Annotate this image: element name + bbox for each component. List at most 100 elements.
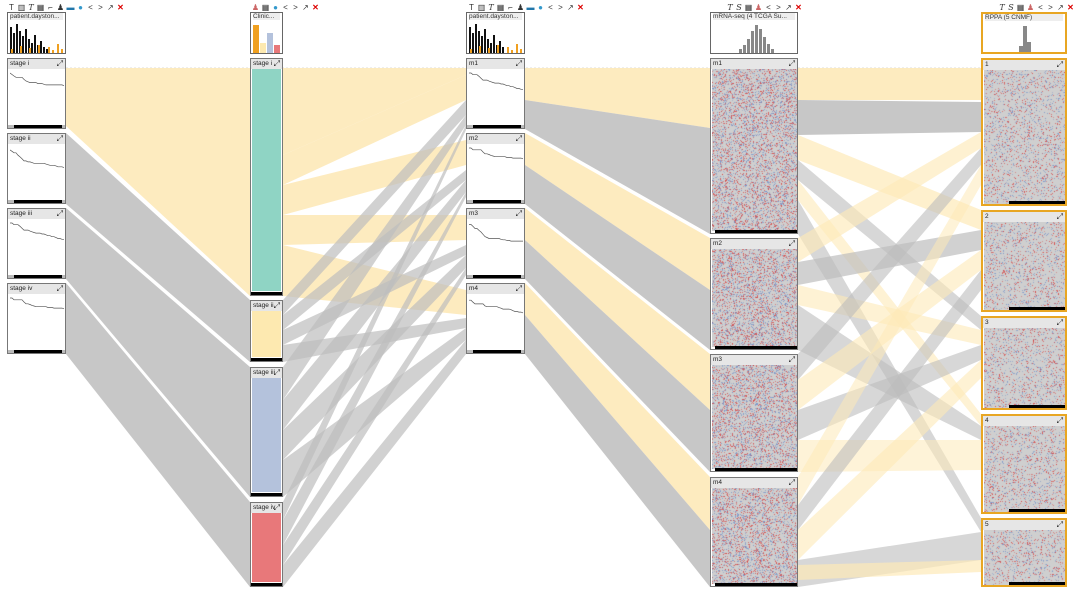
people-icon[interactable]: ♟: [754, 2, 763, 12]
expand-block-icon[interactable]: ⤢: [1056, 520, 1063, 529]
flow-ribbon[interactable]: [525, 100, 710, 234]
expand-block-icon[interactable]: ⤢: [56, 134, 63, 143]
chevron-left-icon[interactable]: <: [766, 2, 771, 12]
flow-ribbon[interactable]: [283, 125, 466, 520]
cluster-block[interactable]: 1⤢: [981, 58, 1067, 206]
expand-icon[interactable]: ↗: [302, 2, 309, 12]
cluster-block[interactable]: stage iii⤢: [7, 208, 66, 279]
cluster-block[interactable]: m2⤢: [710, 238, 798, 350]
expand-block-icon[interactable]: ⤢: [788, 239, 795, 248]
kaplan-meier-icon[interactable]: ⌐: [48, 2, 53, 12]
expand-block-icon[interactable]: ⤢: [788, 355, 795, 364]
cluster-block[interactable]: m1⤢: [710, 58, 798, 234]
expand-block-icon[interactable]: ⤢: [1056, 318, 1063, 327]
cluster-block[interactable]: m1⤢: [466, 58, 525, 129]
table-icon[interactable]: ▦: [36, 2, 45, 12]
column-summary[interactable]: mRNA-seq (4 TCGA Su...: [710, 12, 798, 54]
text-italic-icon[interactable]: T: [488, 2, 494, 12]
flow-ribbon[interactable]: [525, 315, 710, 587]
flow-ribbon[interactable]: [798, 560, 981, 580]
flow-ribbon[interactable]: [798, 68, 981, 100]
expand-block-icon[interactable]: ⤢: [273, 301, 280, 310]
close-icon[interactable]: ✕: [117, 2, 124, 12]
chevron-right-icon[interactable]: >: [98, 2, 103, 12]
flow-ribbon[interactable]: [525, 208, 710, 410]
expand-block-icon[interactable]: ⤢: [56, 209, 63, 218]
flow-ribbon[interactable]: [525, 283, 710, 530]
sort-icon[interactable]: S: [736, 2, 742, 12]
close-icon[interactable]: ✕: [577, 2, 584, 12]
flow-ribbon[interactable]: [283, 268, 466, 565]
flow-ribbon[interactable]: [283, 192, 466, 545]
close-icon[interactable]: ✕: [1067, 2, 1074, 12]
pie-icon[interactable]: ●: [538, 2, 543, 12]
column-summary[interactable]: Clinic...: [250, 12, 283, 54]
cluster-block[interactable]: stage ii⤢: [7, 133, 66, 204]
pie-icon[interactable]: ●: [273, 2, 278, 12]
flow-ribbon[interactable]: [283, 180, 466, 430]
expand-block-icon[interactable]: ⤢: [515, 134, 522, 143]
people-icon[interactable]: ♟: [516, 2, 525, 12]
people-icon[interactable]: ♟: [1026, 2, 1035, 12]
chevron-left-icon[interactable]: <: [1038, 2, 1043, 12]
flow-ribbon[interactable]: [66, 283, 250, 587]
expand-icon[interactable]: ↗: [1057, 2, 1064, 12]
flow-ribbon[interactable]: [66, 133, 250, 362]
flow-ribbon[interactable]: [798, 100, 981, 135]
cluster-block[interactable]: stage ii⤢: [250, 300, 283, 362]
bar-chart-icon[interactable]: ▥: [17, 2, 26, 12]
minus-icon[interactable]: ▬: [66, 2, 75, 12]
expand-block-icon[interactable]: ⤢: [788, 59, 795, 68]
cluster-block[interactable]: m4⤢: [466, 283, 525, 354]
flow-ribbon[interactable]: [798, 360, 981, 560]
text-italic-icon[interactable]: T: [28, 2, 34, 12]
pie-icon[interactable]: ●: [78, 2, 83, 12]
cluster-block[interactable]: stage i⤢: [7, 58, 66, 129]
chevron-right-icon[interactable]: >: [776, 2, 781, 12]
flow-ribbon[interactable]: [798, 270, 981, 530]
chevron-right-icon[interactable]: >: [558, 2, 563, 12]
table-icon[interactable]: ▦: [744, 2, 753, 12]
cluster-block[interactable]: stage i⤢: [250, 58, 283, 296]
table-icon[interactable]: ▦: [261, 2, 270, 12]
flow-ribbon[interactable]: [283, 340, 466, 587]
cluster-block[interactable]: 5⤢: [981, 518, 1067, 587]
flow-ribbon[interactable]: [66, 68, 250, 296]
expand-block-icon[interactable]: ⤢: [515, 59, 522, 68]
chevron-right-icon[interactable]: >: [293, 2, 298, 12]
text-italic-icon[interactable]: T: [727, 2, 733, 12]
chevron-left-icon[interactable]: <: [548, 2, 553, 12]
flow-ribbon[interactable]: [525, 133, 710, 290]
flow-ribbon[interactable]: [283, 75, 466, 185]
expand-icon[interactable]: ↗: [107, 2, 114, 12]
flow-ribbon[interactable]: [525, 240, 710, 472]
text-icon[interactable]: T: [469, 2, 474, 12]
flow-ribbon[interactable]: [525, 68, 710, 128]
chevron-left-icon[interactable]: <: [88, 2, 93, 12]
cluster-block[interactable]: 3⤢: [981, 316, 1067, 410]
expand-block-icon[interactable]: ⤢: [273, 368, 280, 377]
kaplan-meier-icon[interactable]: ⌐: [508, 2, 513, 12]
expand-block-icon[interactable]: ⤢: [1056, 212, 1063, 221]
cluster-block[interactable]: m3⤢: [710, 354, 798, 472]
cluster-block[interactable]: 2⤢: [981, 210, 1067, 312]
flow-ribbon[interactable]: [283, 100, 466, 315]
cluster-block[interactable]: m4⤢: [710, 477, 798, 587]
close-icon[interactable]: ✕: [312, 2, 319, 12]
expand-block-icon[interactable]: ⤢: [273, 503, 280, 512]
text-italic-icon[interactable]: T: [999, 2, 1005, 12]
cluster-block[interactable]: stage iv⤢: [250, 502, 283, 587]
flow-ribbon[interactable]: [283, 68, 466, 155]
flow-ribbon[interactable]: [798, 165, 981, 505]
flow-ribbon[interactable]: [798, 132, 981, 262]
flow-ribbon[interactable]: [525, 165, 710, 350]
expand-icon[interactable]: ↗: [567, 2, 574, 12]
column-summary[interactable]: patient.dayston...: [466, 12, 525, 54]
minus-icon[interactable]: ▬: [526, 2, 535, 12]
cluster-block[interactable]: m3⤢: [466, 208, 525, 279]
expand-block-icon[interactable]: ⤢: [515, 284, 522, 293]
text-icon[interactable]: T: [9, 2, 14, 12]
cluster-block[interactable]: m2⤢: [466, 133, 525, 204]
people-icon[interactable]: ♟: [251, 2, 260, 12]
expand-block-icon[interactable]: ⤢: [56, 284, 63, 293]
